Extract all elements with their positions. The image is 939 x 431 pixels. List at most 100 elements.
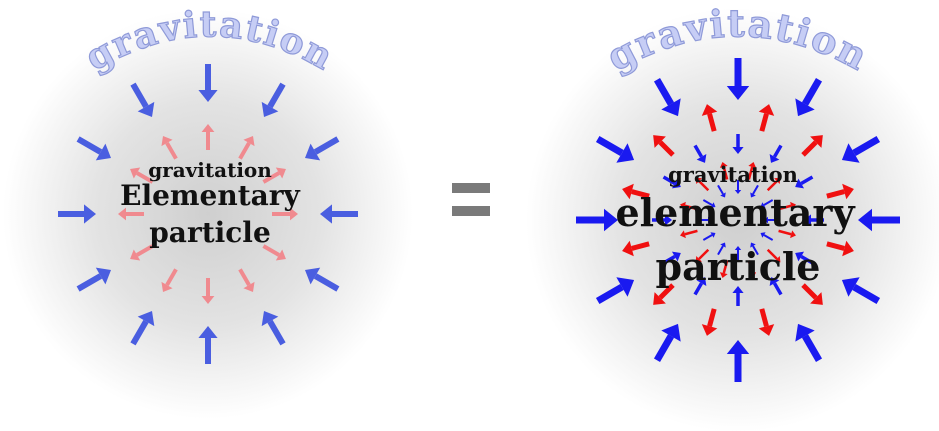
left-inward-arrow [76,136,112,161]
left-outward-arrow-head [118,207,126,221]
right-outward-arrow-outer-head [622,240,634,257]
left-outward-arrow [161,136,178,160]
right-outward-arrow-outer [826,240,854,257]
right-inward-arrow-mid-shaft [693,144,704,158]
right-inward-arrow-mid [693,277,707,296]
right-outward-arrow-outer-shaft [658,283,675,300]
right-inward-arrow-inner-head [760,232,766,238]
right-outward-arrow-outer-head [653,292,666,305]
right-inward-arrow-inner [750,242,759,256]
right-inward-arrow-mid [662,175,681,189]
left-outward-arrow [130,167,154,184]
right-inward-arrow-inner [698,216,712,224]
right-inward-arrow-mid-head [769,277,780,287]
right-inward-arrow-inner-shaft [763,199,774,206]
right-inward-arrow-inner [760,199,774,208]
left-outward-arrow [238,136,255,160]
left-outward-arrow-shaft [135,244,154,257]
left-outward-arrow-shaft [165,268,178,287]
right-inward-arrow-mid-shaft [800,175,814,186]
left-outward-arrow [201,278,215,304]
right-outward-arrow-outer-head [810,135,823,148]
right-inward-arrow-outer [653,323,681,363]
right-inward-arrow-mid [732,286,744,306]
left-inner-label: gravitation [148,158,272,182]
left-outward-arrow-head [275,167,286,179]
right-inward-arrow-outer-shaft [595,283,624,305]
right-inward-arrow-outer-shaft [801,77,823,106]
left-inward-arrow-head [84,204,96,224]
right-outward-arrow-outer-head [842,240,854,257]
right-inward-arrow-inner-head [720,242,726,248]
right-inward-arrow-outer-head [616,277,635,297]
right-inward-arrow-mid-shaft [662,254,676,265]
right-outward-arrow-inner-shaft [698,248,710,260]
right-inward-arrow-mid [732,134,744,154]
right-inward-arrow-mid-head [671,178,681,189]
right-outward-arrow-outer [622,240,650,257]
right-outward-arrow-inner-shaft [747,260,754,274]
left-outward-arrow-head [243,281,255,292]
right-outward-arrow-outer-shaft [631,241,650,251]
right-inward-arrow-outer [726,340,750,382]
right-outward-arrow-inner-shaft [747,166,754,180]
left-inward-arrow-head [198,326,218,338]
right-inward-arrow-inner-head [750,242,756,248]
right-inward-arrow-outer-shaft [653,77,675,106]
left-outward-arrow [118,207,144,221]
right-outward-arrow-inner-head [748,162,757,168]
right-outward-arrow-outer-head [701,324,718,336]
right-inward-arrow-inner-shaft [717,245,724,256]
left-glow [3,9,413,419]
right-inward-arrow-outer-shaft [801,334,823,363]
right-inward-arrow-inner-shaft [717,184,724,195]
right-outward-arrow-inner [719,162,729,180]
right-outward-arrow-outer-shaft [826,241,845,251]
right-inward-arrow-inner [702,232,716,241]
right-inward-arrow-mid-head [696,153,707,163]
right-inward-arrow-mid-head [795,178,805,189]
right-inward-arrow-mid-head [671,251,681,262]
right-inward-arrow-mid [795,175,814,189]
right-outward-arrow-outer [653,135,675,157]
left-inward-arrow-shaft [267,82,286,109]
right-outward-arrow-inner [747,260,757,278]
right-inward-arrow-inner-head [710,232,716,238]
left-inward-arrow-shaft [76,136,103,155]
right-outward-arrow-outer-shaft [658,140,675,157]
left-outward-arrow [272,207,298,221]
right-outward-arrow-outer-head [842,183,854,200]
right-outward-arrow-outer [801,283,823,305]
right-outward-arrow-inner [680,229,698,239]
right-inward-arrow-outer-shaft [595,135,624,157]
right-inward-arrow-outer [858,208,900,232]
right-inward-arrow-inner-head [760,202,766,208]
left-outward-arrow-head [201,124,215,132]
right-inward-arrow-outer-head [616,143,635,163]
right-outward-arrow-outer-head [622,183,634,200]
right-inward-arrow-inner-head [708,216,712,224]
right-outward-arrow-inner-head [680,201,686,210]
right-inward-arrow-outer-head [661,323,681,342]
left-outward-arrow-shaft [238,268,251,287]
right-outward-arrow-inner-shaft [722,166,729,180]
right-inward-arrow-inner-head [750,192,756,198]
left-outward-arrow-head [201,296,215,304]
right-glow [526,8,939,431]
left-inward-arrow [304,136,340,161]
left-inward-arrow-head [198,90,218,102]
left-outward-arrow [161,268,178,292]
right-inward-arrow-outer [841,135,881,163]
right-inward-arrow-mid [652,214,672,226]
right-outward-arrow-outer-head [758,104,775,116]
right-inward-arrow-inner [750,184,759,198]
right-inward-arrow-outer-shaft [653,334,675,363]
right-inward-arrow-outer [576,208,618,232]
left-panel: gravitation gravitation Elementary parti… [3,3,413,419]
right-outward-arrow-inner-shaft [766,248,778,260]
left-outward-arrow-head [243,136,255,147]
right-inward-arrow-outer-head [858,208,872,232]
right-outward-arrow-outer [701,104,718,132]
right-outward-arrow-outer-head [758,324,775,336]
right-inward-arrow-mid [804,214,824,226]
